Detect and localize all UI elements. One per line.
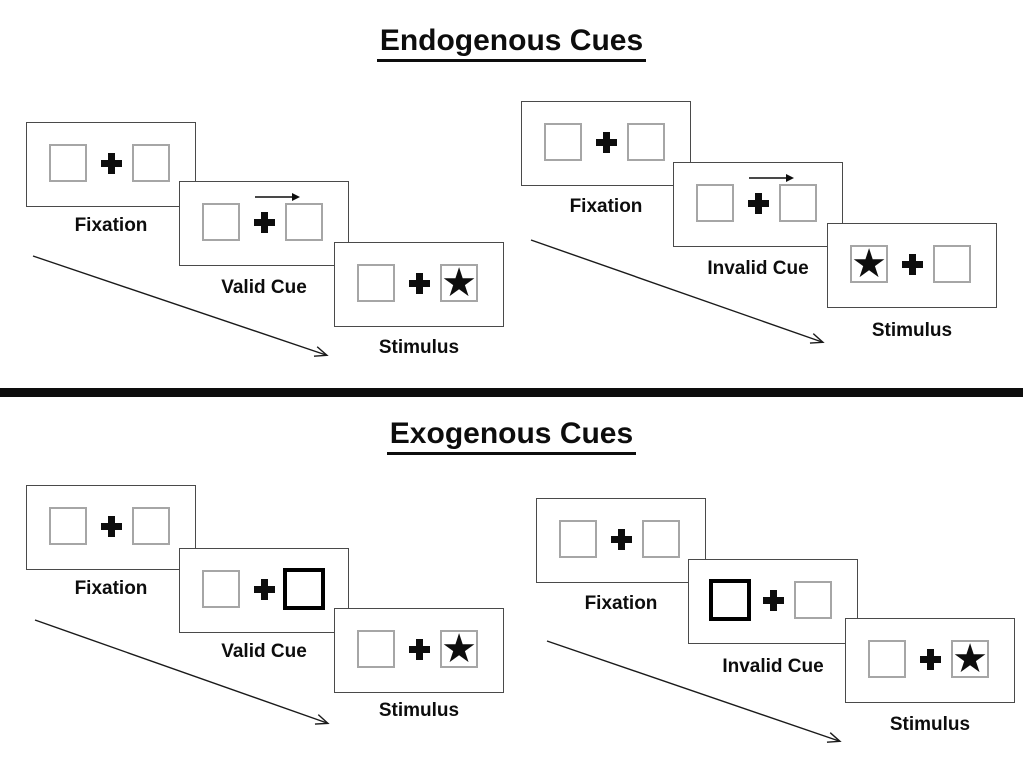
left-box [202, 570, 240, 608]
section-title-exogenous: Exogenous Cues [0, 417, 1023, 455]
right-box [794, 581, 832, 619]
left-box [544, 123, 582, 161]
step-label: Fixation [569, 196, 643, 217]
star-icon: ★ [851, 242, 887, 286]
section-title-text: Endogenous Cues [376, 24, 647, 62]
stimulus-panel: ★ [334, 242, 504, 327]
section-title-endogenous: Endogenous Cues [0, 24, 1023, 62]
step-label: Valid Cue [221, 641, 307, 662]
fixation-cross-icon [409, 639, 430, 660]
fixation-cross-icon [763, 590, 784, 611]
step-label: Stimulus [889, 714, 971, 735]
left-box [49, 144, 87, 182]
right-box [933, 245, 971, 283]
right-box [642, 520, 680, 558]
right-box [132, 144, 170, 182]
stimulus-panel: ★ [334, 608, 504, 693]
step-label: Fixation [584, 593, 658, 614]
right-box [132, 507, 170, 545]
right-box: ★ [951, 637, 989, 681]
step-label: Stimulus [378, 700, 460, 721]
fixation-cross-icon [254, 212, 275, 233]
section-title-text: Exogenous Cues [386, 417, 637, 455]
step-label: Invalid Cue [707, 258, 809, 279]
fixation-cross-icon [748, 193, 769, 214]
cue-highlight-box [709, 579, 751, 621]
stimulus-panel: ★ [845, 618, 1015, 703]
invalid-cue-panel [673, 162, 843, 247]
star-icon: ★ [441, 261, 477, 305]
fixation-cross-icon [902, 254, 923, 275]
left-box [202, 203, 240, 241]
left-box [868, 640, 906, 678]
cue-arrow-right-icon [255, 193, 300, 201]
fixation-cross-icon [596, 132, 617, 153]
cue-highlight-box [283, 568, 325, 610]
step-label: Stimulus [871, 320, 953, 341]
fixation-panel [521, 101, 691, 186]
left-box [49, 507, 87, 545]
left-box [357, 630, 395, 668]
left-box [559, 520, 597, 558]
cue-arrow-right-icon [749, 174, 794, 182]
timeline-arrow-exogenous-valid [34, 619, 330, 725]
right-box [285, 203, 323, 241]
left-box: ★ [850, 242, 888, 286]
right-box [627, 123, 665, 161]
stimulus-panel: ★ [827, 223, 997, 308]
section-divider [0, 388, 1023, 397]
fixation-cross-icon [409, 273, 430, 294]
timeline-arrow-exogenous-invalid [546, 640, 842, 743]
step-label: Invalid Cue [722, 656, 824, 677]
timeline-arrow-endogenous-valid [32, 255, 329, 357]
fixation-panel [26, 122, 196, 207]
star-icon: ★ [952, 637, 988, 681]
invalid-cue-panel [688, 559, 858, 644]
timeline-arrow-endogenous-invalid [530, 239, 825, 344]
fixation-panel [536, 498, 706, 583]
step-label: Stimulus [378, 337, 460, 358]
valid-cue-panel [179, 181, 349, 266]
fixation-cross-icon [101, 153, 122, 174]
right-box: ★ [440, 261, 478, 305]
fixation-cross-icon [101, 516, 122, 537]
fixation-cross-icon [611, 529, 632, 550]
fixation-cross-icon [920, 649, 941, 670]
step-label: Fixation [74, 578, 148, 599]
right-box: ★ [440, 627, 478, 671]
left-box [696, 184, 734, 222]
left-box [357, 264, 395, 302]
fixation-panel [26, 485, 196, 570]
fixation-cross-icon [254, 579, 275, 600]
step-label: Fixation [74, 215, 148, 236]
right-box [779, 184, 817, 222]
step-label: Valid Cue [221, 277, 307, 298]
valid-cue-panel [179, 548, 349, 633]
star-icon: ★ [441, 627, 477, 671]
